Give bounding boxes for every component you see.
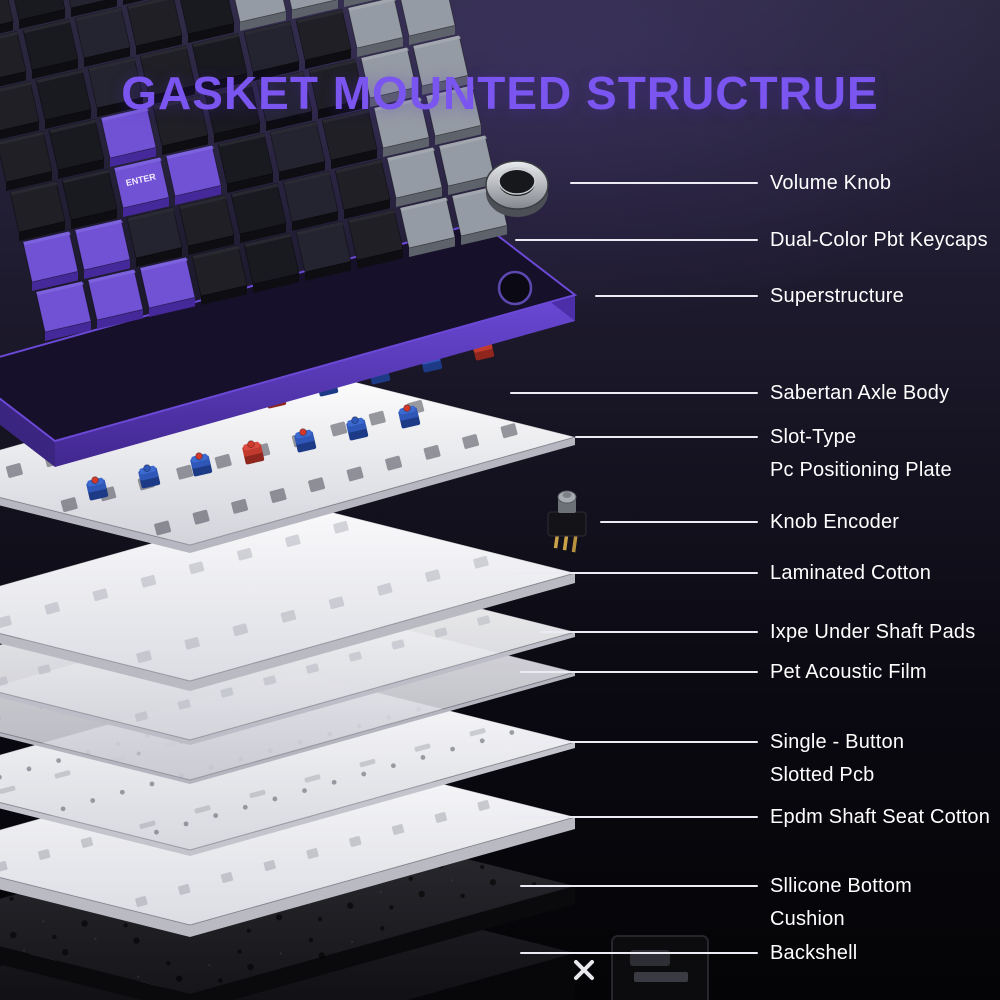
switch xyxy=(294,428,317,453)
layer-label-line: Backshell xyxy=(770,942,858,964)
callout-line xyxy=(600,521,758,523)
layer-label-line: Epdm Shaft Seat Cotton xyxy=(770,806,991,828)
callout-line xyxy=(520,885,758,887)
callout-line xyxy=(510,392,758,394)
layer-label: Ixpe Under Shaft Pads xyxy=(770,616,975,649)
callout-line xyxy=(515,816,758,818)
callout-line xyxy=(520,671,758,673)
layer-label-line: Volume Knob xyxy=(770,172,892,194)
callout-line xyxy=(520,952,758,954)
layer-label: Laminated Cotton xyxy=(770,557,931,590)
knob-encoder xyxy=(547,490,587,553)
callout-line xyxy=(515,572,758,574)
callout-line xyxy=(540,631,758,633)
page-title: GASKET MOUNTED STRUCTRUE xyxy=(121,67,879,119)
layer-label-line: Ixpe Under Shaft Pads xyxy=(770,621,976,643)
layer-label: Knob Encoder xyxy=(770,506,899,539)
layer-label: Superstructure xyxy=(770,280,904,313)
layer-label: Epdm Shaft Seat Cotton xyxy=(770,801,990,834)
callout-line xyxy=(515,239,758,241)
layer-label: Volume Knob xyxy=(770,167,891,200)
layer-label: Backshell xyxy=(770,937,857,970)
layer-label-line: Laminated Cotton xyxy=(770,562,932,584)
switch xyxy=(190,452,213,477)
layer-label-line: Pc Positioning Plate xyxy=(770,459,952,481)
layer-label-line: Pet Acoustic Film xyxy=(770,661,927,683)
layer-label-line: Single - Button xyxy=(770,731,905,753)
switch xyxy=(242,440,265,465)
callout-line xyxy=(530,741,758,743)
callout-line xyxy=(575,436,758,438)
keycaps-layer: ENTER xyxy=(0,0,508,341)
layer-label: Sabertan Axle Body xyxy=(770,377,949,410)
layer-label: Slot-Type Pc Positioning Plate xyxy=(770,421,952,487)
callout-line xyxy=(570,182,758,184)
switch xyxy=(138,464,161,489)
layer-label-line: Dual-Color Pbt Keycaps xyxy=(770,229,988,251)
layer-label-line: Knob Encoder xyxy=(770,511,900,533)
layer-label-line: Slotted Pcb xyxy=(770,764,875,786)
volume-knob xyxy=(485,160,549,217)
switch xyxy=(398,404,421,429)
layer-label: Dual-Color Pbt Keycaps xyxy=(770,224,988,257)
brand-mark xyxy=(574,960,594,980)
layer-label-line: Cushion xyxy=(770,908,845,930)
callout-line xyxy=(595,295,758,297)
layer-label: Pet Acoustic Film xyxy=(770,656,927,689)
layer-label-line: Sabertan Axle Body xyxy=(770,382,950,404)
layer-label-line: Superstructure xyxy=(770,285,904,307)
layer-label-line: Sllicone Bottom xyxy=(770,875,912,897)
layer-label-line: Slot-Type xyxy=(770,426,857,448)
superstructure-layer xyxy=(0,220,578,467)
switch xyxy=(346,416,369,441)
switch xyxy=(86,476,109,501)
laminated-cotton-layer xyxy=(0,502,577,691)
